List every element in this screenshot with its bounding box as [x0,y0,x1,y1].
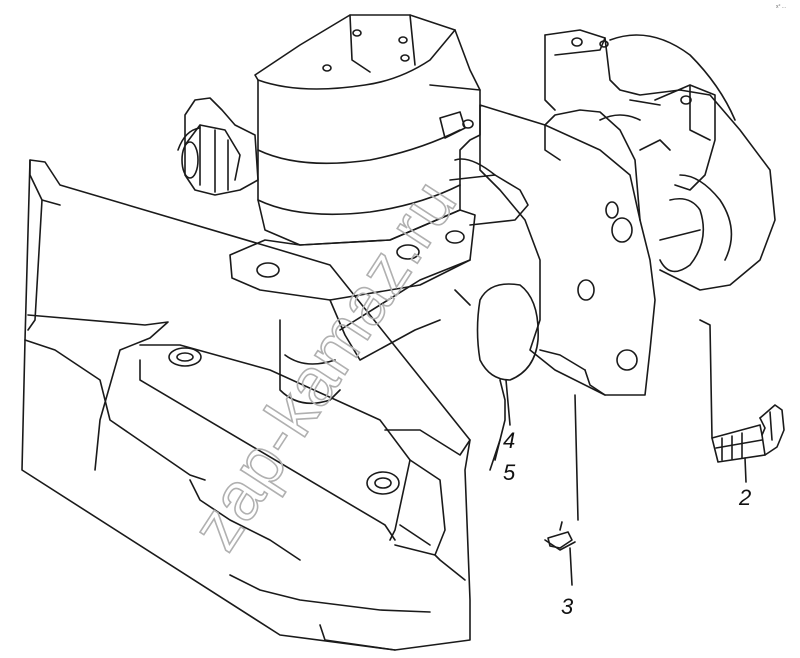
housing-flange [229,209,476,301]
leader-lines [489,379,511,471]
washer-part-3 [544,394,579,586]
bolt-part-2 [699,319,785,483]
part-label-3: 3 [561,594,574,619]
part-label-4: 4 [503,428,516,453]
center-stem [279,158,529,405]
bracket-body [21,159,471,651]
part-label-2: 2 [739,485,752,510]
valve-housing [254,14,481,246]
mounting-plate [479,104,656,396]
part-label-5: 5 [503,460,516,485]
side-fitting [177,97,259,196]
corner-mark: x° ... [775,4,786,10]
valve-cup [454,283,539,461]
drum-assembly [544,29,776,291]
